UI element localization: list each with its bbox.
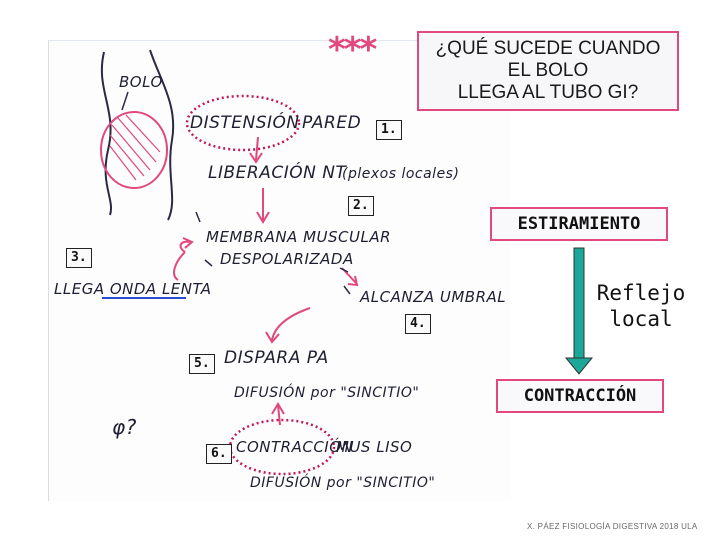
bolus-pointer: [121, 91, 129, 111]
importance-stars: ***: [328, 30, 377, 70]
step-contraccion: CONTRACCIÓN: [236, 438, 354, 456]
step-number-3: 3.: [66, 248, 92, 268]
footer-credit: X. PÁEZ FISIOLOGÍA DIGESTIVA 2018 ULA: [527, 522, 698, 531]
step-distension: DISTENSIÓN: [190, 113, 300, 133]
step-alcanza: ALCANZA UMBRAL: [360, 288, 507, 306]
step-number-1: 1.: [376, 120, 402, 140]
reflex-arrow: [564, 247, 594, 375]
reflejo-local-label: Reflejo local: [596, 281, 686, 331]
phi-note: φ?: [112, 415, 137, 439]
step-membrana: MEMBRANA MUSCULAR: [206, 228, 392, 246]
step-llega-onda: LLEGA ONDA LENTA: [54, 280, 212, 298]
step-pared: PARED: [302, 113, 362, 133]
step-mus-liso: MUS LISO: [336, 438, 413, 456]
step-liberacion: LIBERACIÓN NT: [208, 163, 347, 183]
tube-wall-right: [149, 49, 175, 221]
step-number-5: 5.: [189, 354, 215, 374]
step-difusion-2: DIFUSIÓN por "SINCITIO": [250, 475, 436, 491]
step-number-4: 4.: [405, 314, 431, 334]
step-number-6: 6.: [206, 444, 232, 464]
step-number-2: 2.: [348, 196, 374, 216]
step-dispara: DISPARA PA: [224, 348, 329, 368]
bolus-circle: [100, 111, 168, 189]
tube-wall-left: [100, 51, 112, 216]
contraccion-box: CONTRACCIÓN: [496, 379, 664, 413]
step-plexos: (plexos locales): [342, 166, 460, 182]
bolus-hatching: [109, 114, 161, 181]
tick-marks: [195, 211, 351, 295]
step-despolarizada: DESPOLARIZADA: [220, 250, 354, 268]
slide-title: ¿QUÉ SUCEDE CUANDO EL BOLO LLEGA AL TUBO…: [417, 31, 679, 111]
distension-dotted-ellipse: [185, 94, 301, 152]
bolus-label: BOLO: [119, 73, 163, 91]
estiramiento-box: ESTIRAMIENTO: [490, 207, 668, 241]
step-difusion-1: DIFUSIÓN por "SINCITIO": [234, 385, 420, 401]
